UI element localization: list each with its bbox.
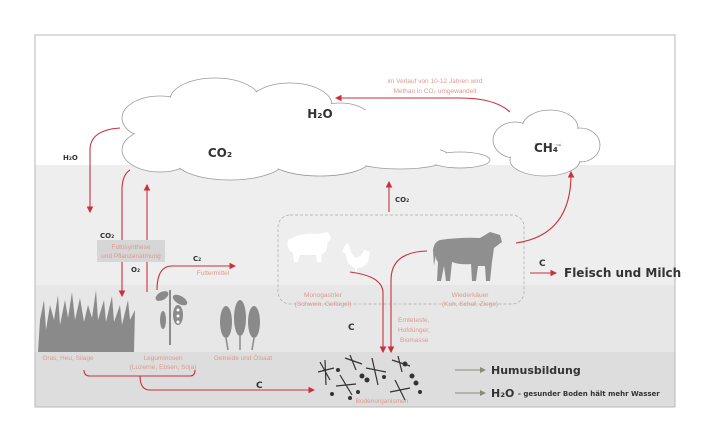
chicken-icon <box>342 243 370 272</box>
atmosphere-cloud <box>121 77 491 181</box>
residues-line1: Ernteteste, <box>398 317 430 324</box>
ruminants-examples: (Kuh, Schaf, Ziege) <box>442 301 498 308</box>
feed-label: Futtermittel <box>197 270 230 277</box>
h2o-rain-arrow <box>86 127 121 214</box>
soil-organisms-label: Bodenorganismen <box>356 398 409 405</box>
livestock-box <box>277 214 525 305</box>
feed-arrow <box>156 262 237 291</box>
methane-to-h2o-arrow <box>334 94 511 113</box>
photosynthesis-line1: Fotosynthese <box>111 244 150 251</box>
water-text: - gesunder Boden hält mehr Wasser <box>518 390 660 398</box>
co2-to-plants-arrow <box>118 169 131 298</box>
ruminants-label: Wiederkäuer <box>452 292 490 299</box>
c2-label: C₂ <box>193 255 201 263</box>
ruminant-residue-arrow <box>387 250 428 354</box>
monogastric-label: Monogastrier <box>304 292 343 299</box>
cloud-label-co2: CO₂ <box>208 146 232 160</box>
pig-icon <box>287 232 331 262</box>
products-label: Fleisch und Milch <box>564 266 681 280</box>
monogastric-examples: (Schwein, Geflügel) <box>295 301 352 308</box>
monogastric-residue-arrow <box>349 271 387 354</box>
grass-icon <box>38 290 135 352</box>
methane-note-line1: im Verlauf von 10-12 Jahren wird <box>387 78 482 85</box>
o2-label: O₂ <box>131 266 140 274</box>
c-bottom-label: C <box>256 381 263 391</box>
soil-organisms-icon <box>317 354 422 401</box>
legumes-label: Leguminosen <box>143 355 182 362</box>
ruminant-methane-arrow <box>515 170 575 244</box>
grain-icon <box>220 300 260 351</box>
residues-line3: Biomasse <box>400 337 429 344</box>
h2o-rain-label: H₂O <box>63 154 78 162</box>
humus-label: Humusbildung <box>491 364 581 377</box>
legumes-examples: (Luzerne, Ebsen, Soja) <box>130 364 196 371</box>
methane-cloud <box>492 109 601 177</box>
residues-line2: Hofdünger, <box>398 327 430 334</box>
animal-co2-label: CO₂ <box>395 196 409 204</box>
plants-to-soil-arrow <box>139 375 316 394</box>
c-products-label: C <box>539 259 546 269</box>
cloud-label-ch4: CH₄ <box>534 141 558 155</box>
co2-plants-label: CO₂ <box>100 232 114 240</box>
photosynthesis-line2: und Pflanzenatmung <box>101 253 161 260</box>
grass-label: Gras, Heu, Silage <box>42 355 94 362</box>
photosynthesis-box <box>97 240 165 262</box>
cloud-label-h2o: H₂O <box>307 107 333 121</box>
methane-note-line2: Methan in CO₂ umgewandelt <box>393 88 476 95</box>
c-middle-label: C <box>348 323 355 333</box>
water-symbol: H₂O <box>491 387 514 400</box>
grain-label: Getreide und Ölsaat <box>214 354 272 362</box>
cow-icon <box>433 232 502 281</box>
legume-icon <box>155 290 188 345</box>
